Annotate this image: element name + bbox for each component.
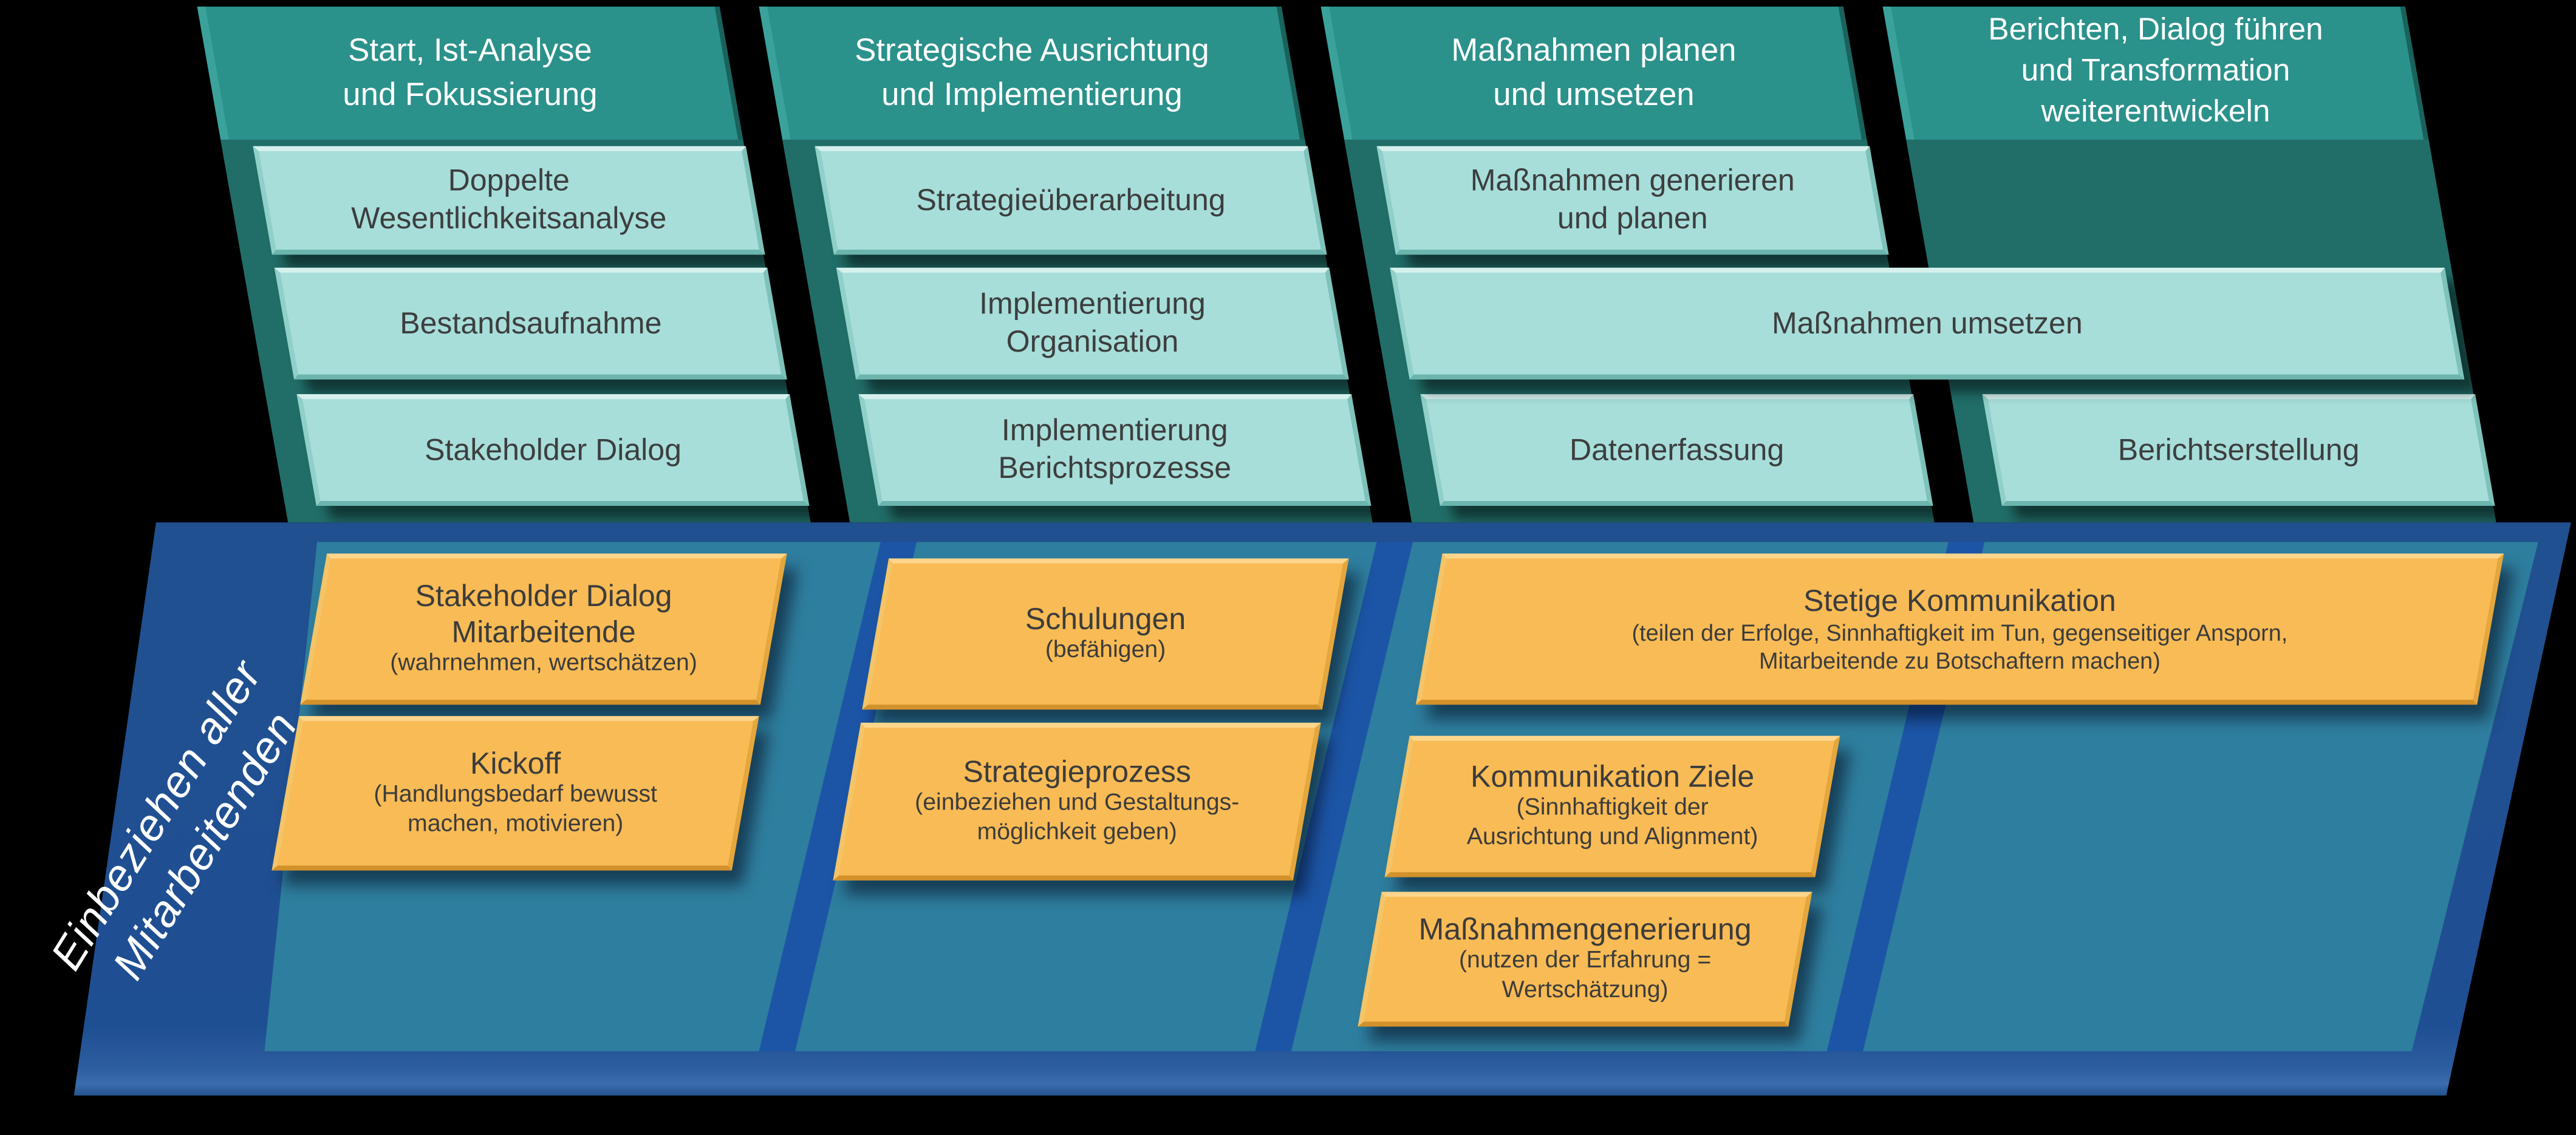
task-box-label: Berichtserstellung [2117,431,2360,466]
task-box-label: Implementierung Organisation [979,286,1206,358]
employee-band: Einbeziehen aller Mitarbeitenden Stakeho… [0,522,2576,1096]
employee-box-text: Stetige Kommunikation (teilen der Erfolg… [1631,583,2288,673]
employee-box-schulungen: Schulungen (befähigen) [862,558,1349,710]
task-box-bestandsaufnahme: Bestandsaufnahme [274,267,787,380]
employee-box-text: Maßnahmengenerierung (nutzen der Erfahru… [1418,912,1752,1004]
phase-1-header-line: Start, Ist-Analyse [348,33,592,70]
task-box-implementierung-organisation: Implementierung Organisation [836,267,1349,380]
task-box-datenerfassung: Datenerfassung [1420,394,1933,506]
phase-3-header-line: Maßnahmen planen [1451,33,1737,70]
phase-3-header-line: und umsetzen [1493,76,1695,113]
task-box-label: Maßnahmen generieren und planen [1470,163,1795,235]
phases-section: Start, Ist-Analyse und Fokussierung Dopp… [0,6,2576,523]
phase-4-header: Berichten, Dialog führen und Transformat… [1894,7,2417,140]
task-box-label: Datenerfassung [1569,431,1785,466]
phase-4-header-line: weiterentwickeln [2041,95,2270,130]
phase-2-header-line: und Implementierung [881,76,1183,113]
phase-4-header-line: Berichten, Dialog führen [1988,13,2323,49]
task-box-stakeholder-dialog: Stakeholder Dialog [296,394,810,506]
employee-box-text: Strategieprozess (einbeziehen und Gestal… [914,754,1240,846]
phase-1-header: Start, Ist-Analyse und Fokussierung [209,7,731,140]
phase-4-header-line: und Transformation [2021,54,2291,89]
task-box-strategieueberarbeitung: Strategieüberarbeitung [815,146,1327,255]
task-box-berichtserstellung: Berichtserstellung [1982,394,2495,506]
employee-box-massnahmengenerierung: Maßnahmengenerierung (nutzen der Erfahru… [1358,891,1812,1027]
phase-column-2: Strategische Ausrichtung und Implementie… [759,6,1373,523]
phase-column-3: Maßnahmen planen und umsetzen Maßnahmen … [1320,6,1935,523]
task-box-label: Stakeholder Dialog [424,431,682,466]
employee-box-stetige-kommunikation: Stetige Kommunikation (teilen der Erfolg… [1415,553,2504,705]
task-box-massnahmen-umsetzen: Maßnahmen umsetzen [1390,267,2465,380]
phase-1-header-line: und Fokussierung [343,76,598,113]
task-box-wesentlichkeitsanalyse: Doppelte Wesentlichkeitsanalyse [253,146,765,255]
task-box-label: Strategieüberarbeitung [916,182,1226,217]
phase-column-4: Berichten, Dialog führen und Transformat… [1882,6,2496,523]
task-box-label: Bestandsaufnahme [400,305,662,340]
employee-box-text: Schulungen (befähigen) [1025,601,1186,664]
phase-2-header-line: Strategische Ausrichtung [855,33,1209,70]
task-box-label: Implementierung Berichtsprozesse [998,413,1232,485]
phase-column-1: Start, Ist-Analyse und Fokussierung Dopp… [197,6,811,523]
task-box-massnahmen-generieren: Maßnahmen generieren und planen [1376,146,1889,255]
employee-box-strategieprozess: Strategieprozess (einbeziehen und Gestal… [833,723,1321,881]
task-box-label: Maßnahmen umsetzen [1771,305,2083,340]
phase-3-header: Maßnahmen planen und umsetzen [1333,7,1855,140]
task-box-implementierung-berichtsprozesse: Implementierung Berichtsprozesse [858,394,1372,506]
task-box-label: Doppelte Wesentlichkeitsanalyse [351,163,667,235]
phase-2-header: Strategische Ausrichtung und Implementie… [771,7,1293,140]
